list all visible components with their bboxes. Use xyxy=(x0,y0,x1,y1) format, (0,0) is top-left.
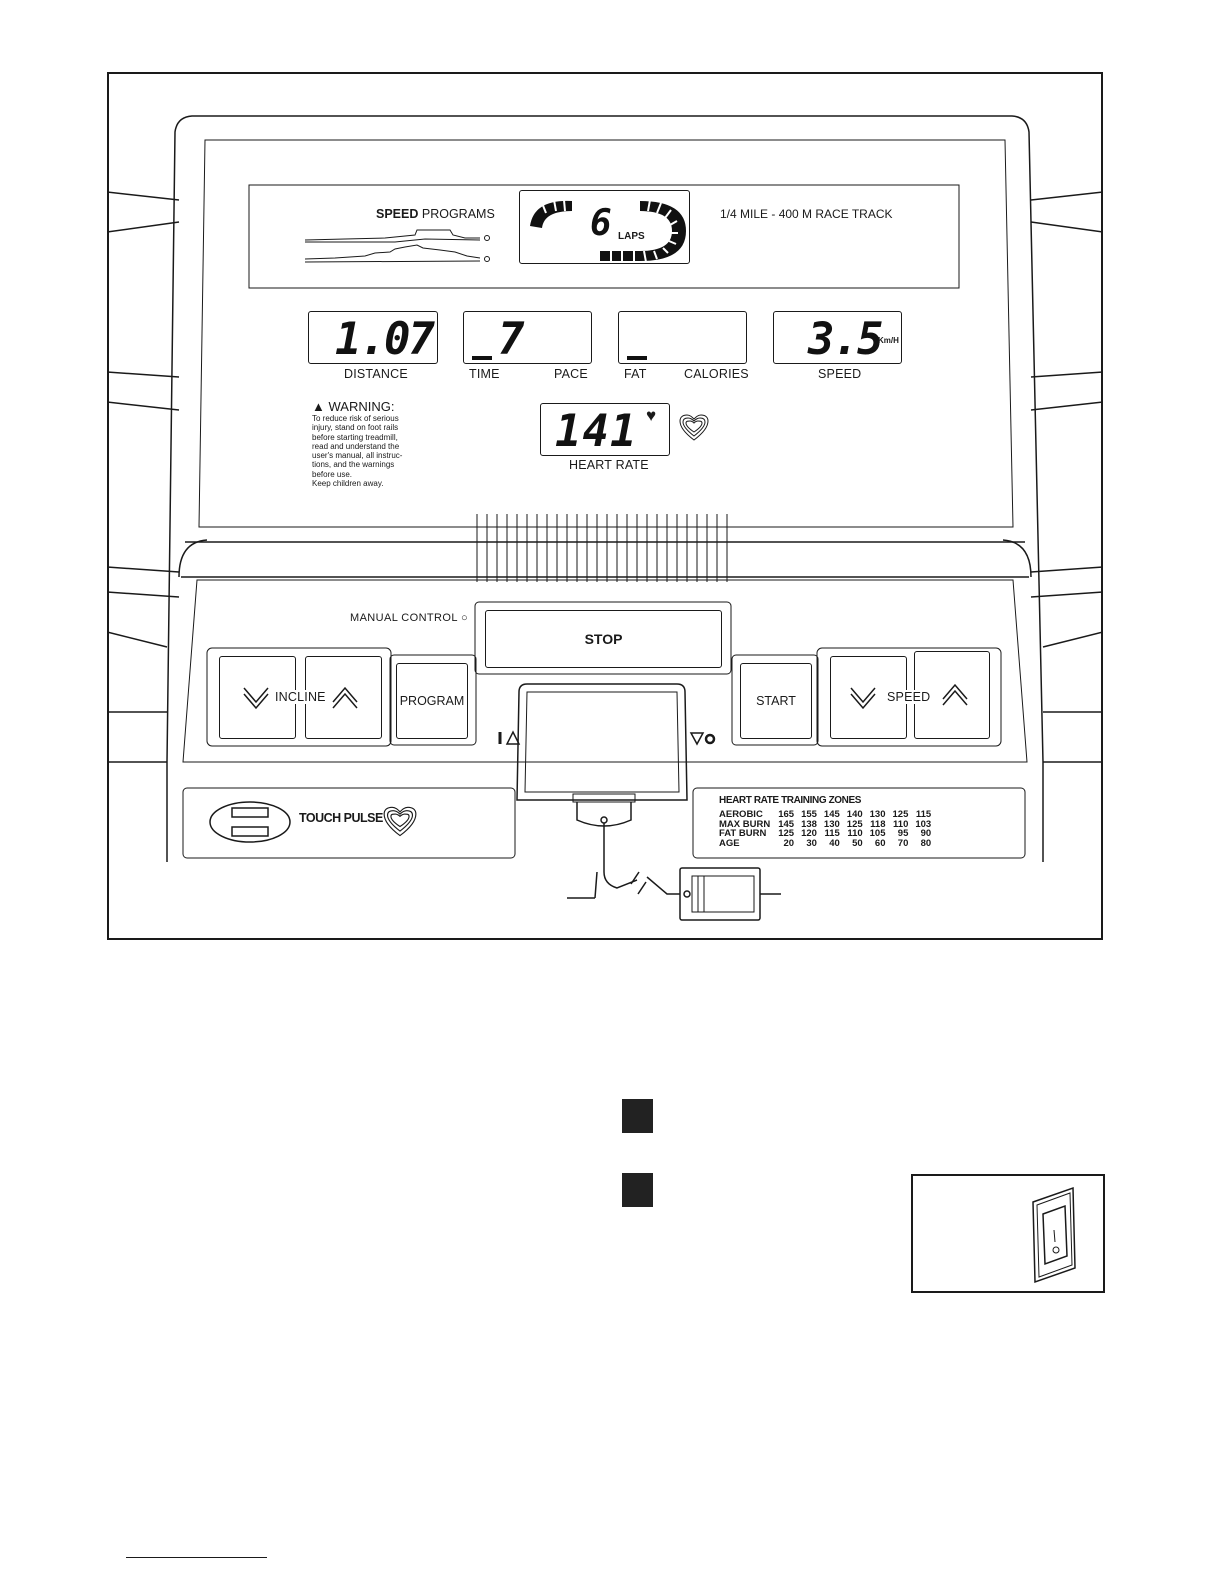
zone-name: AEROBIC xyxy=(719,809,763,820)
zone-value: 40 xyxy=(829,837,840,849)
laps-label: LAPS xyxy=(618,231,645,242)
zone-value: 120 xyxy=(801,828,817,839)
zone-value: 138 xyxy=(801,818,817,830)
warning-triangle-icon: ▲ xyxy=(312,399,325,414)
calories-label: CALORIES xyxy=(684,367,749,381)
zone-value: 145 xyxy=(778,818,795,830)
warning-line: injury, stand on foot rails xyxy=(312,423,399,433)
time-label: TIME xyxy=(469,367,500,381)
zone-value: 118 xyxy=(870,818,886,830)
time-indicator-bar xyxy=(472,356,492,360)
distance-display: 1.07 xyxy=(308,311,438,365)
chevron-up-icon xyxy=(332,686,358,708)
hr-zones-table: AEROBIC 165 155 145 140 130 125 115 MAX … xyxy=(719,810,938,848)
race-track-icon xyxy=(530,199,686,263)
table-row: MAX BURN 145 138 130 125 118 110 103 xyxy=(719,818,938,830)
zone-value: 50 xyxy=(852,837,863,849)
start-button[interactable]: START xyxy=(740,663,812,739)
incline-label: INCLINE xyxy=(275,690,326,704)
warning-block: ▲ WARNING: To reduce risk of serious inj… xyxy=(312,399,404,488)
warning-line: tions, and the warnings xyxy=(312,460,395,470)
zone-value: 115 xyxy=(824,828,840,839)
zone-name: FAT BURN xyxy=(719,828,767,839)
zone-value: 30 xyxy=(806,837,817,849)
speed-display-label: SPEED xyxy=(818,367,862,381)
zone-value: 140 xyxy=(846,809,863,820)
warning-line: before use. xyxy=(312,469,353,479)
touch-pulse-heart-icon xyxy=(383,806,417,837)
table-row: FAT BURN 125 120 115 110 105 95 90 xyxy=(719,829,938,839)
zone-value: 110 xyxy=(847,828,863,839)
pulse-heart-icon xyxy=(679,414,709,441)
fat-calories-display xyxy=(618,311,747,364)
heart-rate-display: 141 ♥ xyxy=(540,403,670,457)
step-number-box xyxy=(622,1099,653,1133)
zone-value: 60 xyxy=(874,837,886,849)
zone-value: 165 xyxy=(778,809,795,820)
zone-value: 125 xyxy=(846,818,863,830)
manual-control-indicator-icon: ○ xyxy=(460,612,468,624)
zone-value: 70 xyxy=(897,837,909,849)
fat-indicator-bar xyxy=(627,356,647,360)
speed-value: 3.5 xyxy=(808,314,883,365)
speed-button-label: SPEED xyxy=(887,690,931,704)
stop-button[interactable]: STOP xyxy=(485,610,722,668)
warning-line: read and understand the xyxy=(312,441,400,451)
zone-name: AGE xyxy=(719,837,740,849)
time-pace-display: 7 xyxy=(463,311,592,365)
fat-label: FAT xyxy=(624,367,647,381)
speed-unit: Km/H xyxy=(878,336,899,345)
program-button[interactable]: PROGRAM xyxy=(396,663,468,739)
zone-value: 90 xyxy=(920,828,932,839)
race-track-label: 1/4 MILE - 400 M RACE TRACK xyxy=(720,207,893,221)
race-track-display: 6 LAPS xyxy=(519,190,690,264)
touch-pulse-label: TOUCH PULSE xyxy=(299,811,383,825)
zone-value: 145 xyxy=(823,809,840,820)
speed-program-profiles-icon xyxy=(305,229,490,263)
power-switch-illustration xyxy=(911,1174,1105,1293)
pace-label: PACE xyxy=(554,367,588,381)
zone-value: 130 xyxy=(869,809,886,820)
warning-line: To reduce risk of serious xyxy=(312,414,399,423)
laps-value: 6 xyxy=(590,203,612,244)
console-line-drawing xyxy=(107,115,1103,921)
speed-programs-label: SPEED PROGRAMS xyxy=(376,207,495,221)
zone-value: 80 xyxy=(920,837,932,849)
heart-rate-label: HEART RATE xyxy=(569,458,649,472)
speed-display: 3.5 Km/H xyxy=(773,311,902,365)
table-row: AGE 20 30 40 50 60 70 80 xyxy=(719,837,938,849)
zone-value: 95 xyxy=(897,828,909,839)
zone-value: 115 xyxy=(915,809,932,820)
table-row: AEROBIC 165 155 145 140 130 125 115 xyxy=(719,810,938,820)
heart-rate-value: 141 xyxy=(555,406,638,457)
chevron-down-icon xyxy=(243,687,269,709)
step-number-box xyxy=(622,1173,653,1207)
zone-value: 103 xyxy=(915,818,932,830)
zone-value: 105 xyxy=(869,828,886,839)
zone-value: 110 xyxy=(893,818,909,830)
chevron-down-icon xyxy=(850,687,876,709)
incline-up-button[interactable] xyxy=(305,656,382,739)
warning-line: Keep children away. xyxy=(312,479,384,489)
zone-value: 125 xyxy=(892,809,909,820)
touch-pulse-sensor xyxy=(209,801,291,843)
rocker-switch-icon xyxy=(1032,1186,1076,1284)
time-value: 7 xyxy=(498,314,524,365)
chevron-up-icon xyxy=(942,683,968,706)
zone-value: 20 xyxy=(783,837,795,849)
hr-zones-title: HEART RATE TRAINING ZONES xyxy=(719,795,862,806)
manual-control-label: MANUAL CONTROL ○ xyxy=(350,612,468,624)
console-illustration-frame xyxy=(107,72,1103,940)
warning-title: ▲ WARNING: xyxy=(312,399,395,414)
distance-label: DISTANCE xyxy=(344,367,408,381)
footer-rule xyxy=(126,1557,267,1558)
zone-value: 130 xyxy=(823,818,840,830)
warning-line: user's manual, all instruc- xyxy=(312,451,403,461)
heart-icon: ♥ xyxy=(646,406,657,425)
zone-value: 155 xyxy=(801,809,817,820)
zone-value: 125 xyxy=(778,828,795,839)
zone-name: MAX BURN xyxy=(719,818,771,830)
distance-value: 1.07 xyxy=(335,314,435,365)
warning-line: before starting treadmill, xyxy=(312,432,398,442)
